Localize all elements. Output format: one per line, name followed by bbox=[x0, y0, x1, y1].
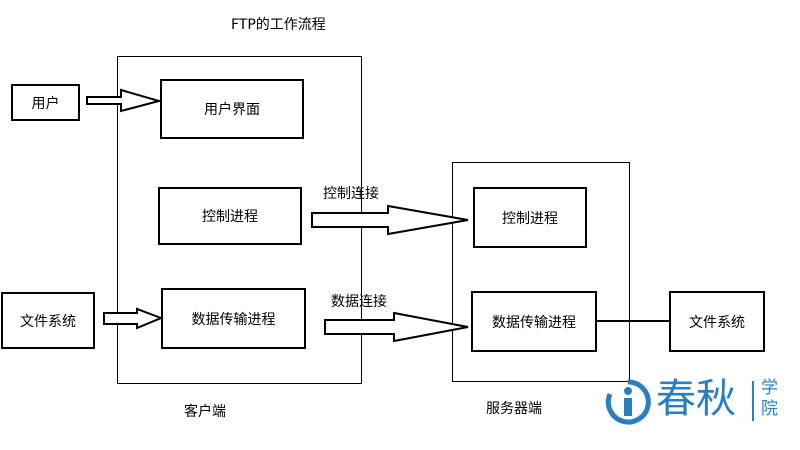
data-connection-label: 数据连接 bbox=[331, 294, 387, 310]
diagram-title: FTP的工作流程 bbox=[231, 17, 326, 33]
client-file-system-node: 文件系统 bbox=[1, 292, 95, 349]
brand-divider bbox=[752, 381, 754, 421]
client-control-process-node: 控制进程 bbox=[158, 187, 302, 245]
control-connection-label: 控制连接 bbox=[323, 186, 379, 202]
server-file-system-node: 文件系统 bbox=[669, 291, 765, 352]
client-data-transfer-node: 数据传输进程 bbox=[161, 288, 306, 349]
server-group-label: 服务器端 bbox=[486, 401, 542, 417]
user-node-label: 用户 bbox=[31, 95, 60, 112]
user-interface-label: 用户界面 bbox=[204, 102, 260, 118]
client-group-label: 客户端 bbox=[184, 404, 226, 420]
server-data-transfer-node: 数据传输进程 bbox=[471, 291, 597, 352]
server-group bbox=[452, 162, 630, 382]
user-interface-node: 用户界面 bbox=[160, 79, 304, 139]
arrow-fs-to-data-process bbox=[103, 307, 164, 330]
client-file-system-label: 文件系统 bbox=[20, 313, 76, 330]
server-data-transfer-label: 数据传输进程 bbox=[492, 314, 576, 331]
brand-watermark: 春秋 学院 bbox=[604, 376, 786, 425]
server-control-process-node: 控制进程 bbox=[473, 187, 587, 248]
client-data-transfer-label: 数据传输进程 bbox=[191, 311, 276, 328]
arrow-user-to-interface bbox=[86, 88, 163, 113]
brand-logo-icon bbox=[605, 379, 651, 425]
arrow-control-connection bbox=[311, 204, 469, 236]
user-node: 用户 bbox=[11, 84, 80, 121]
client-control-process-label: 控制进程 bbox=[202, 209, 258, 225]
brand-side-text: 学院 bbox=[761, 378, 778, 419]
brand-name: 春秋 bbox=[656, 376, 736, 422]
server-control-process-label: 控制进程 bbox=[502, 210, 558, 227]
arrow-data-connection bbox=[324, 311, 469, 343]
server-file-system-label: 文件系统 bbox=[689, 314, 745, 331]
